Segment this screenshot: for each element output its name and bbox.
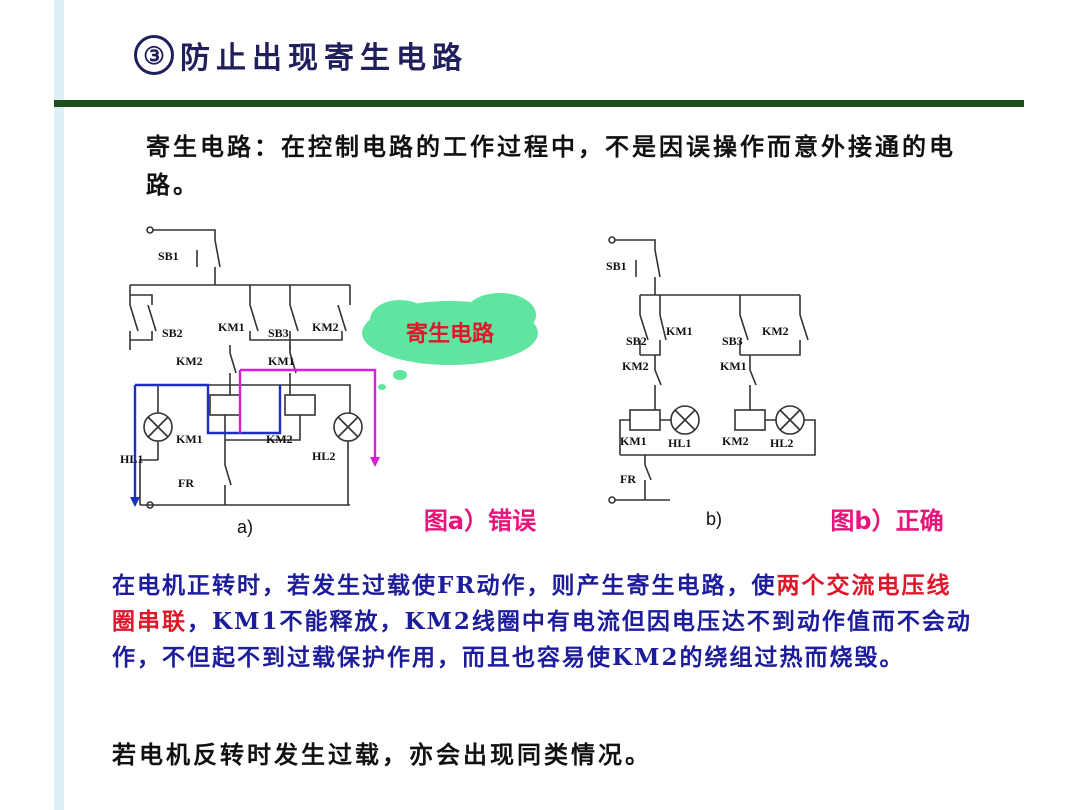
label-km2-coil-a: KM2 [266, 432, 293, 446]
label-km2-contact-a: KM2 [312, 320, 339, 334]
left-accent-bar [54, 0, 64, 810]
circuit-svg: 寄生电路 SB1 SB2 KM1 SB3 KM2 KM2 KM1 KM1 KM2… [120, 226, 944, 537]
label-hl1-b: HL1 [668, 436, 691, 450]
label-hl1-a: HL1 [120, 452, 143, 466]
label-km1-coil-b: KM1 [620, 434, 647, 448]
label-km1-contact-b: KM1 [666, 324, 693, 338]
label-sb1-b: SB1 [606, 259, 627, 273]
label-km2-coil-b: KM2 [722, 434, 749, 448]
label-hl2-a: HL2 [312, 449, 335, 463]
paragraph-highlight: 两个交流电压线圈串联 [112, 572, 952, 635]
label-sb1-a: SB1 [158, 249, 179, 263]
label-km1-interlock-b: KM1 [720, 359, 747, 373]
verdict-b: 图b）正确 [830, 507, 943, 535]
caption-b: b) [706, 509, 722, 529]
label-km1-coil-a: KM1 [176, 432, 203, 446]
label-km1-interlock-a: KM1 [268, 354, 295, 368]
label-km2-interlock-a: KM2 [176, 354, 203, 368]
paragraph-part2: ，KM1不能释放，KM2线圈中有电流但因电压达不到动作值而不会动作，不但起不到过… [112, 608, 972, 671]
label-sb2-a: SB2 [162, 326, 183, 340]
label-sb3-a: SB3 [268, 326, 289, 340]
label-fr-b: FR [620, 472, 636, 486]
label-sb2-b: SB2 [626, 334, 647, 348]
verdict-a: 图a）错误 [424, 507, 537, 535]
title-number-badge: ③ [134, 35, 174, 75]
caption-a: a) [237, 517, 253, 537]
paragraph-part1: 在电机正转时，若发生过载使FR动作，则产生寄生电路，使 [112, 572, 777, 599]
label-km2-interlock-b: KM2 [622, 359, 649, 373]
cloud-text: 寄生电路 [406, 321, 495, 347]
slide-title: ③ 防止出现寄生电路 [134, 30, 468, 80]
label-hl2-b: HL2 [770, 436, 793, 450]
footer-note: 若电机反转时发生过载，亦会出现同类情况。 [112, 740, 652, 769]
label-sb3-b: SB3 [722, 334, 743, 348]
label-km2-contact-b: KM2 [762, 324, 789, 338]
label-km1-contact-a: KM1 [218, 320, 245, 334]
explanation-paragraph: 在电机正转时，若发生过载使FR动作，则产生寄生电路，使两个交流电压线圈串联，KM… [112, 568, 972, 676]
cloud-callout: 寄生电路 [362, 293, 538, 390]
circuit-diagrams: 寄生电路 SB1 SB2 KM1 SB3 KM2 KM2 KM1 KM1 KM2… [100, 215, 980, 555]
label-fr-a: FR [178, 476, 194, 490]
definition-text: 寄生电路：在控制电路的工作过程中，不是因误操作而意外接通的电路。 [146, 132, 956, 199]
title-rule [54, 100, 1024, 107]
title-text: 防止出现寄生电路 [180, 41, 468, 76]
